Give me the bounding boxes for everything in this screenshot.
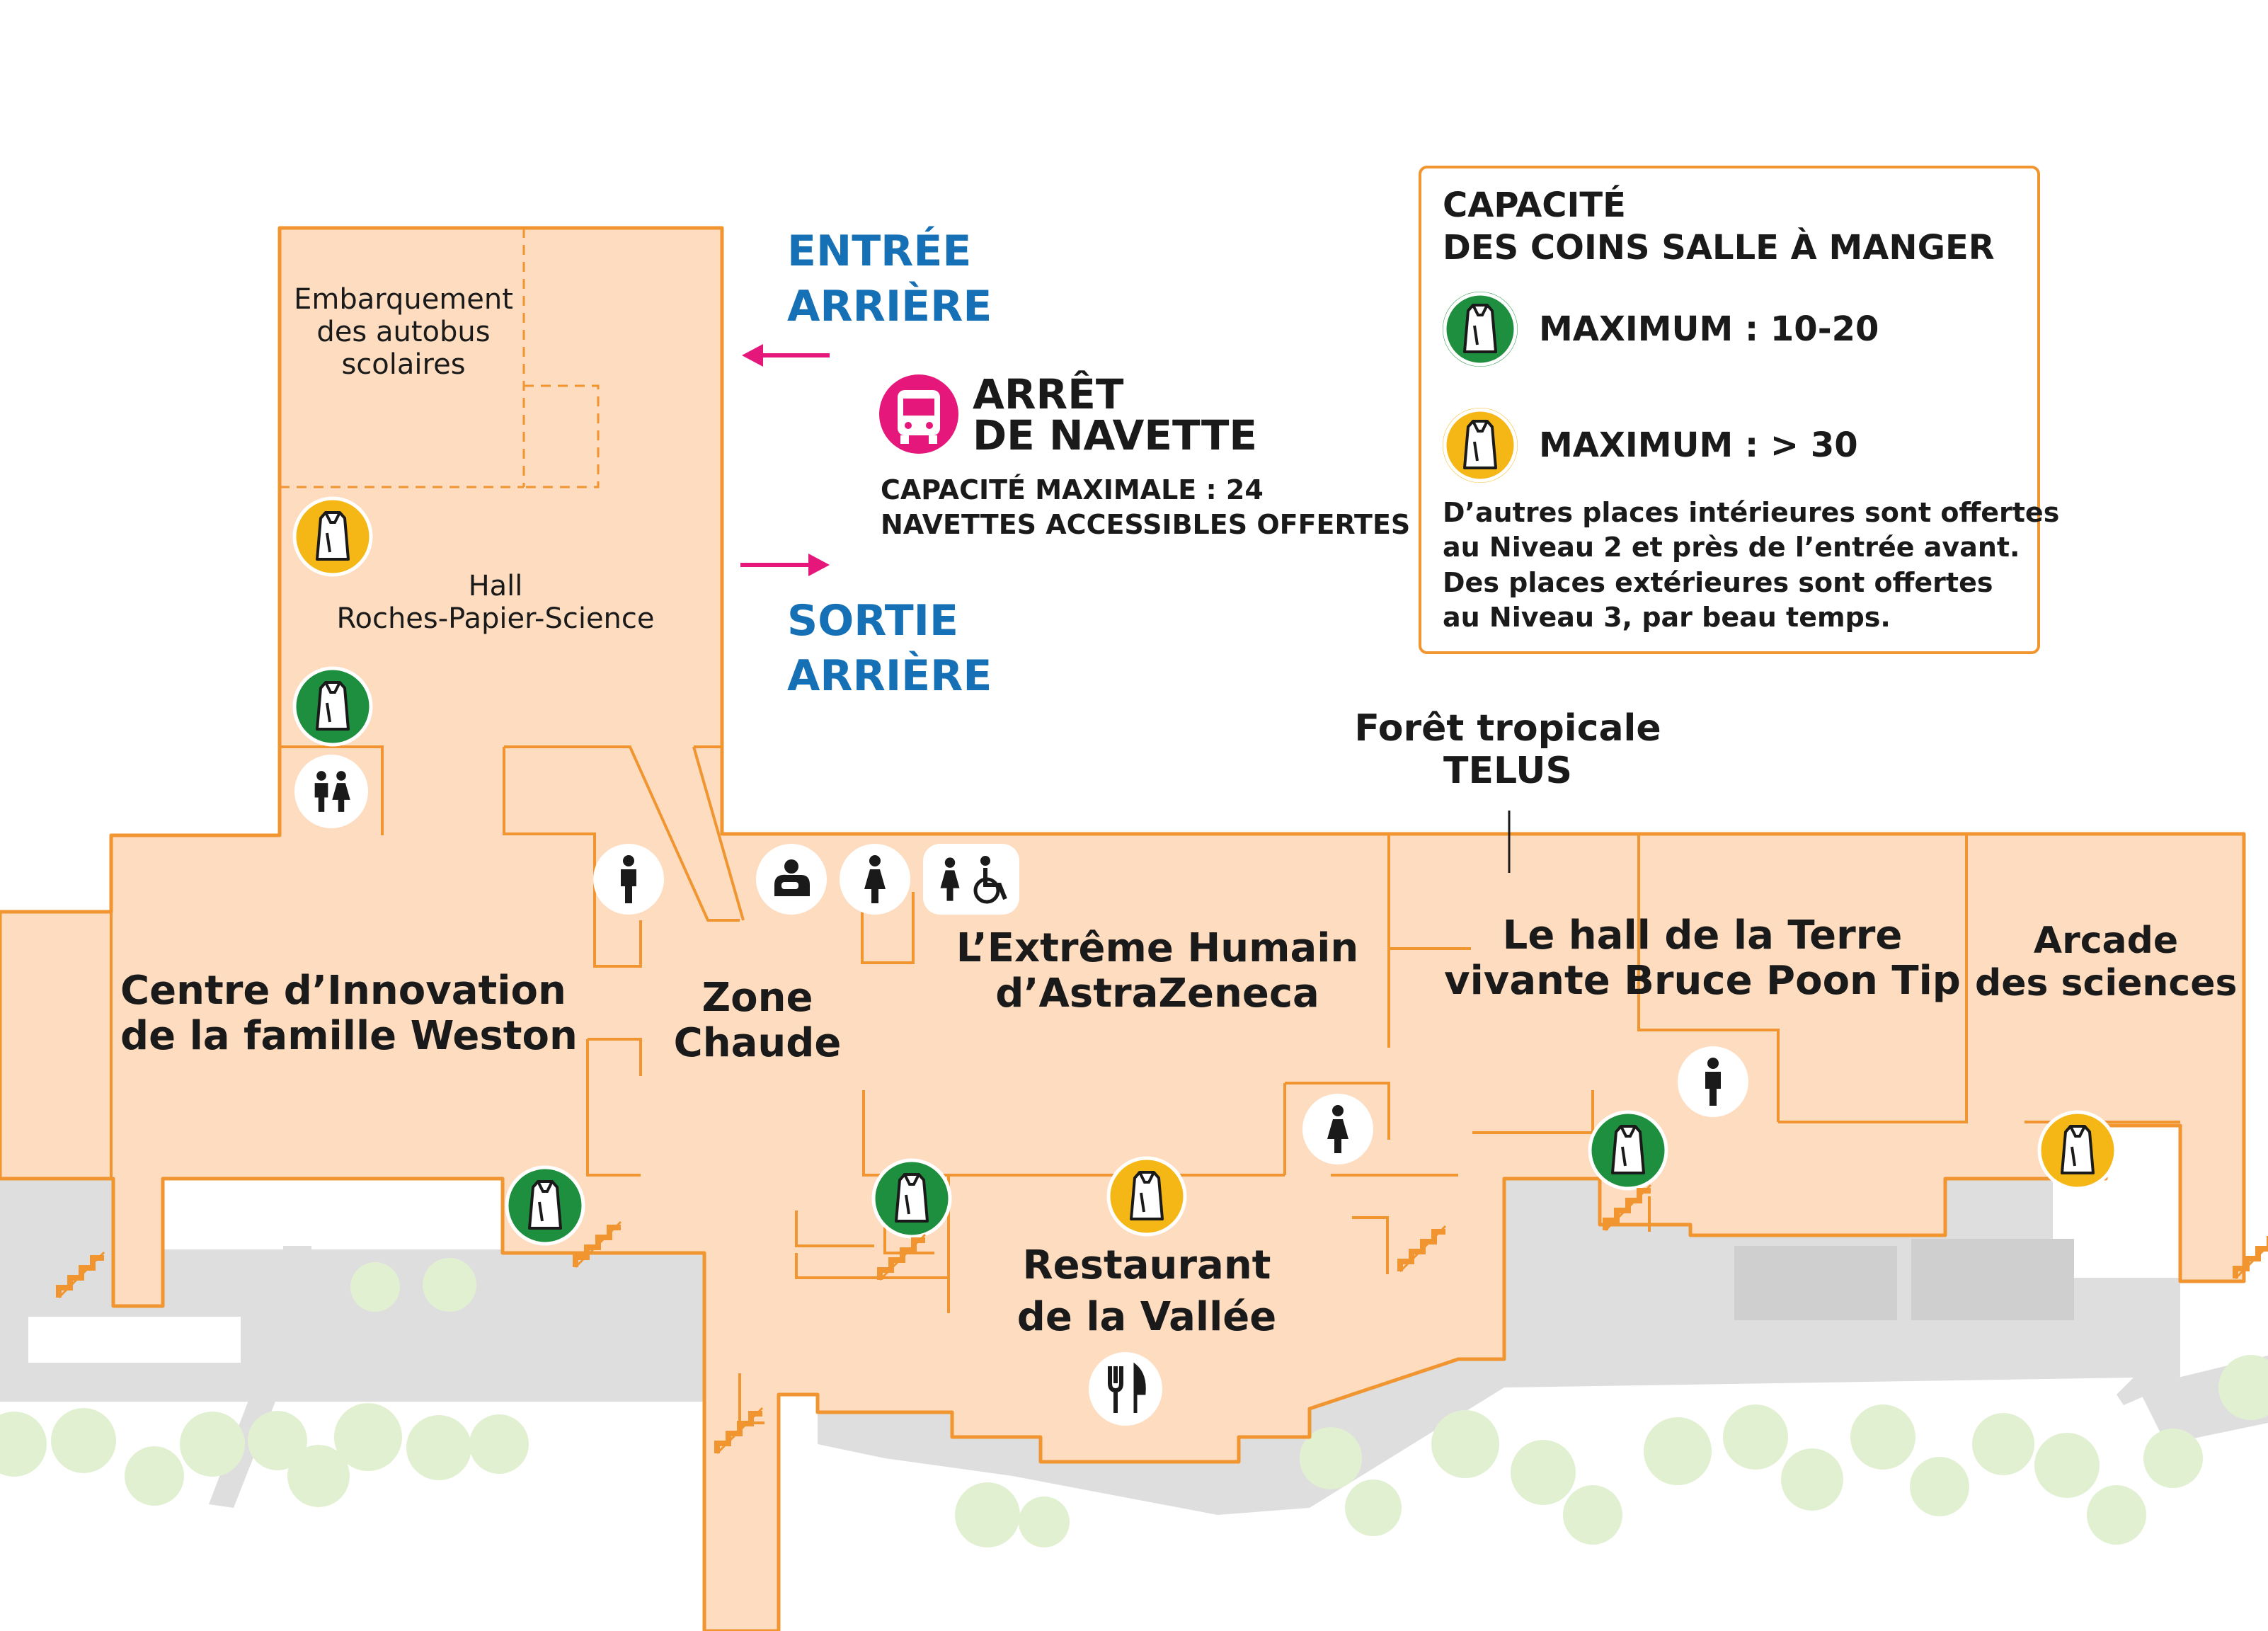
men-restroom-icon (593, 844, 664, 915)
rear-exit-line2: ARRIÈRE (787, 651, 992, 701)
earth-line1: Le hall de la Terre (1502, 912, 1903, 958)
yellow-lunch-bag-icon (292, 496, 373, 577)
rear-exit-label: SORTIE ARRIÈRE (787, 593, 992, 704)
accessible-restroom-icon (923, 844, 1019, 915)
arcade-label: Arcade des sciences (1975, 920, 2237, 1005)
legend-note-line: D’autres places intérieures sont offerte… (1443, 497, 2060, 528)
zone-line2: Chaude (673, 1020, 842, 1067)
innovation-line2: de la famille Weston (120, 1013, 578, 1060)
interior-walls (110, 745, 2182, 1424)
rear-entrance-label: ENTRÉE ARRIÈRE (787, 224, 992, 334)
men-restroom-icon (1678, 1046, 1748, 1117)
rear-entrance-line2: ARRIÈRE (787, 282, 992, 331)
entrance-arrow (742, 344, 830, 367)
yellow-lunch-bag-icon (1443, 408, 1518, 483)
yellow-lunch-bag-icon (2037, 1110, 2118, 1191)
rainforest-line2: TELUS (1443, 749, 1572, 792)
restaurant-line2: de la Vallée (1016, 1293, 1277, 1340)
green-lunch-bag-icon (505, 1165, 585, 1246)
restaurant-label: Restaurant de la Vallée (963, 1240, 1331, 1344)
school-bus-boarding-label: Embarquement des autobus scolaires (283, 283, 524, 381)
legend-title: CAPACITÉ DES COINS SALLE À MANGER (1443, 184, 1995, 269)
rear-entrance-line1: ENTRÉE (787, 227, 972, 276)
dining-capacity-legend: CAPACITÉ DES COINS SALLE À MANGER MAXIMU… (1419, 166, 2059, 654)
legend-yellow-label: MAXIMUM : > 30 (1539, 425, 1858, 465)
hall-line2: Roches-Papier-Science (336, 602, 655, 635)
nursing-room-icon (756, 844, 827, 915)
shuttle-details: CAPACITÉ MAXIMALE : 24 NAVETTES ACCESSIB… (881, 473, 1410, 543)
green-lunch-bag-icon (1443, 292, 1518, 367)
shuttle-title-line2: DE NAVETTE (973, 411, 1258, 459)
yellow-lunch-bag-icon (1106, 1156, 1187, 1237)
earth-hall-label: Le hall de la Terre vivante Bruce Poon T… (1444, 912, 1961, 1005)
arcade-line1: Arcade (2033, 920, 2179, 962)
hall-line1: Hall (468, 570, 523, 602)
arcade-line2: des sciences (1975, 961, 2238, 1005)
exit-arrow (740, 554, 830, 576)
fork-knife-icon (1089, 1352, 1162, 1426)
earth-line2: vivante Bruce Poon Tip (1444, 958, 1961, 1005)
green-lunch-bag-icon (292, 666, 373, 747)
green-lunch-bag-icon (1588, 1110, 1668, 1191)
zone-line1: Zone (701, 975, 813, 1021)
hot-zone-label: Zone Chaude (651, 975, 864, 1067)
family-restroom-icon (294, 755, 368, 828)
rainforest-line1: Forêt tropicale (1354, 707, 1661, 750)
hall-label: Hall Roches-Papier-Science (311, 570, 680, 635)
rear-exit-line1: SORTIE (787, 596, 958, 646)
outdoor-areas (0, 1179, 2268, 1631)
women-restroom-icon (840, 844, 910, 915)
legend-green-label: MAXIMUM : 10-20 (1539, 309, 1879, 349)
women-restroom-icon (1302, 1094, 1373, 1164)
school-bus-line3: scolaires (341, 348, 466, 381)
rainforest-label: Forêt tropicale TELUS (1331, 707, 1685, 793)
legend-title-line2: DES COINS SALLE À MANGER (1443, 228, 1995, 268)
innovation-line1: Centre d’Innovation (120, 968, 566, 1014)
innovation-centre-label: Centre d’Innovation de la famille Weston (120, 968, 578, 1060)
green-lunch-bag-icon (871, 1158, 952, 1239)
shuttle-capacity: CAPACITÉ MAXIMALE : 24 (881, 474, 1264, 505)
legend-row-green: MAXIMUM : 10-20 (1443, 292, 1879, 367)
extreme-human-label: L’Extrême Humain d’AstraZeneca (941, 925, 1373, 1017)
legend-note-line: au Niveau 2 et près de l’entrée avant. (1443, 532, 2020, 563)
bus-icon (879, 374, 958, 454)
trees (0, 1258, 2268, 1547)
legend-note-line: au Niveau 3, par beau temps. (1443, 602, 1891, 634)
shuttle-title-line1: ARRÊT (973, 370, 1124, 418)
extreme-line2: d’AstraZeneca (995, 971, 1319, 1017)
shuttle-stop-title: ARRÊT DE NAVETTE (973, 374, 1257, 456)
school-bus-bay (280, 228, 600, 488)
restaurant-line1: Restaurant (1022, 1242, 1271, 1288)
legend-note-line: Des places extérieures sont offertes (1443, 566, 1993, 598)
school-bus-line2: des autobus (316, 316, 491, 348)
legend-row-yellow: MAXIMUM : > 30 (1443, 408, 1858, 483)
legend-title-line1: CAPACITÉ (1443, 185, 1626, 225)
extreme-line1: L’Extrême Humain (956, 925, 1359, 971)
legend-note: D’autres places intérieures sont offerte… (1443, 496, 2059, 636)
school-bus-line1: Embarquement (294, 283, 513, 316)
shuttle-accessible: NAVETTES ACCESSIBLES OFFERTES (881, 509, 1411, 541)
